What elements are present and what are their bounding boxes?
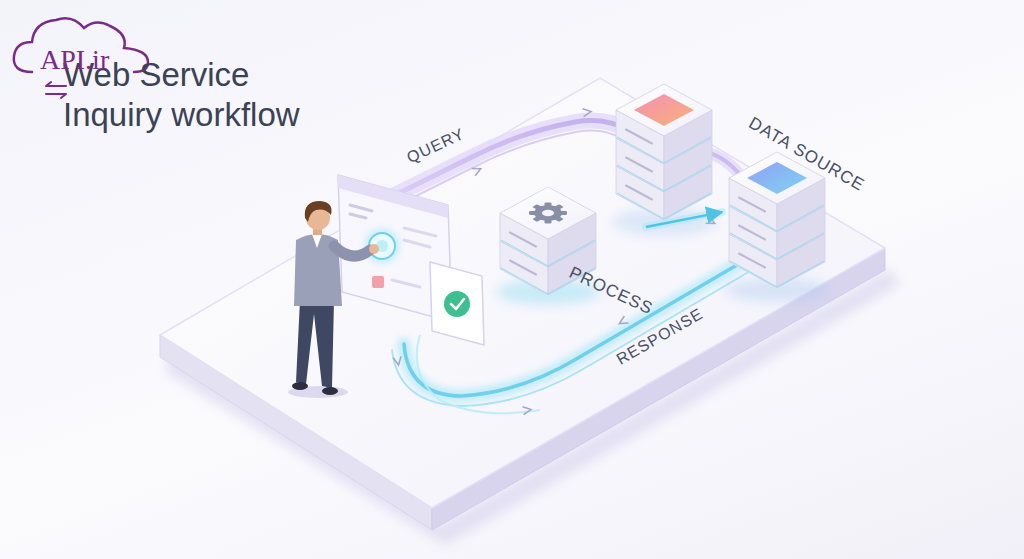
data-source-server	[722, 100, 872, 295]
screen-line	[350, 205, 372, 211]
check-card	[430, 262, 484, 345]
server-node: DATA SOURCE	[722, 100, 872, 295]
screen-line	[392, 280, 420, 287]
query-band	[395, 121, 628, 195]
screen-button	[369, 233, 395, 259]
screen-icon	[372, 276, 384, 288]
gear-teeth	[529, 203, 567, 224]
check-circle	[444, 291, 470, 317]
connector-line	[646, 212, 722, 227]
flow-arrow	[617, 316, 628, 327]
query-line	[395, 121, 628, 195]
flow-arrow	[393, 356, 402, 365]
person-hair	[305, 201, 332, 222]
query-server	[612, 84, 716, 236]
flow-connector	[646, 212, 722, 227]
response-line	[417, 335, 540, 413]
person-shoe	[292, 382, 308, 390]
screen-line	[404, 240, 430, 247]
gear-tooth	[532, 204, 564, 222]
person-collar	[312, 234, 322, 248]
person-arm	[334, 246, 370, 256]
logo-text: API.ir	[40, 44, 109, 76]
gear-tooth	[532, 204, 564, 222]
gear-body	[534, 205, 562, 220]
flow-arrow	[522, 406, 531, 415]
person-shoe	[322, 387, 338, 395]
gear-icon	[529, 203, 567, 224]
server-tier	[616, 84, 712, 164]
screen-header	[338, 175, 448, 218]
server-screen	[747, 162, 807, 194]
person	[288, 201, 379, 398]
flow-arrow	[582, 108, 591, 117]
screen-line	[350, 214, 366, 218]
platform-top	[160, 78, 885, 508]
check-mark	[451, 299, 464, 309]
screen-line	[404, 228, 436, 236]
server-screen	[634, 94, 694, 126]
connector-glow	[646, 212, 722, 227]
server-node: PROCESS	[486, 180, 646, 305]
person-hand	[369, 244, 379, 254]
person-legs	[296, 300, 334, 388]
server-tier	[500, 187, 596, 267]
flow-arrow	[472, 165, 483, 176]
gear-hole	[542, 210, 554, 217]
